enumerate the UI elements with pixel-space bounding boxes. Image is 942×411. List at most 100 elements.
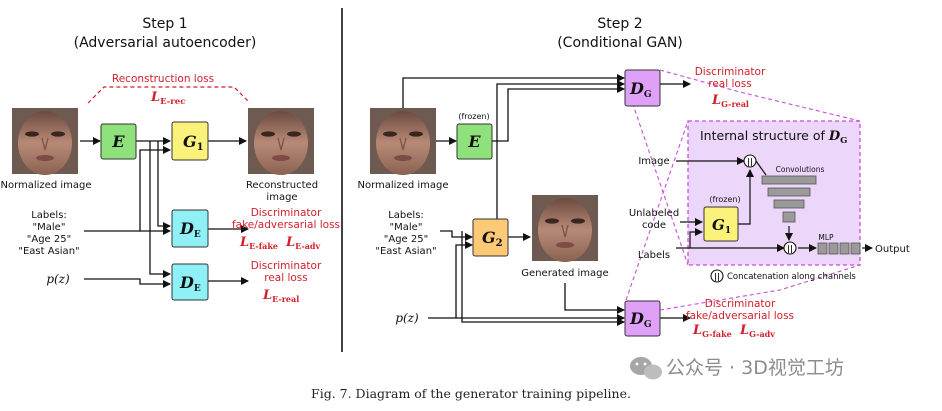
generator1-block <box>171 121 209 161</box>
wire-e-to-de-bottom <box>149 141 171 278</box>
internal-output-label: Output <box>875 244 910 255</box>
watermark-text: 公众号 · 3D视觉工坊 <box>666 357 844 379</box>
step2-real-loss-line-0: Discriminator <box>695 66 766 78</box>
reconstructed-image-label-2: image <box>266 192 297 203</box>
step2-labels-line-1: "Male" <box>390 222 423 233</box>
step1-real-loss-line-0: Discriminator <box>251 260 322 272</box>
step1-labels-line-3: "East Asian" <box>18 246 79 257</box>
generated-image-thumb <box>531 194 599 263</box>
step2-encoder-block <box>456 123 493 160</box>
step1-loss-e-fake: LE-fake <box>239 235 278 251</box>
internal-unlabeled-label-1: Unlabeled <box>629 208 679 219</box>
svg-text:||: || <box>714 272 720 281</box>
encoder-block <box>100 123 137 160</box>
reconstructed-image-thumb <box>247 107 315 176</box>
zoom-link-left <box>627 89 689 266</box>
disc-g-block-bottom <box>624 300 661 337</box>
wire-e-to-de-top <box>157 141 171 230</box>
internal-labels-label: Labels <box>638 250 670 261</box>
step2-normalized-image-label: Normalized image <box>357 180 448 191</box>
concat-node-bottom: || <box>783 241 797 255</box>
step1-labels-line-2: "Age 25" <box>27 234 71 245</box>
step1-loss-e-real: LE-real <box>262 288 299 304</box>
step2-fake-loss-line-0: Discriminator <box>705 298 776 310</box>
step2-subtitle: (Conditional GAN) <box>557 35 683 51</box>
generated-image-label: Generated image <box>521 268 608 279</box>
internal-wire-g1-to-concat <box>738 169 754 225</box>
step1-labels-text: Labels: "Male" "Age 25" "East Asian" <box>18 210 79 257</box>
step2-normalized-image-thumb <box>369 107 437 176</box>
step1-panel: Step 1 (Adversarial autoencoder) Reconst… <box>0 16 340 304</box>
internal-mlp-label: MLP <box>818 233 834 242</box>
step1-title: Step 1 <box>142 16 187 32</box>
wire-pz-to-g2 <box>428 241 473 319</box>
internal-g1-label: G1 <box>712 216 731 236</box>
internal-wire-labels-to-g1 <box>689 228 703 248</box>
internal-wire-concat-to-conv <box>755 160 767 176</box>
disc-e-label-bottom: DE <box>179 273 201 294</box>
step1-fake-loss-line-1: fake/adversarial loss <box>232 219 340 231</box>
step2-labels-text: Labels: "Male" "Age 25" "East Asian" <box>375 210 436 257</box>
generator1-label: G1 <box>183 132 204 153</box>
step2-encoder-label: E <box>467 132 481 151</box>
generator2-label: G2 <box>482 228 503 249</box>
disc-e-label-top: DE <box>179 219 201 240</box>
recon-loss-label: Reconstruction loss <box>112 73 214 85</box>
internal-image-label: Image <box>638 156 669 167</box>
wire-img-to-dg-top <box>402 74 625 108</box>
step2-panel: Step 2 (Conditional GAN) Internal struct… <box>357 16 909 339</box>
internal-convolutions-label: Convolutions <box>776 165 825 174</box>
step1-labels-line-1: "Male" <box>33 222 66 233</box>
mlp-stack <box>817 242 861 255</box>
wire-labels-to-g1 <box>84 146 171 232</box>
recon-loss-link <box>87 86 251 104</box>
concat-node-top: || <box>743 154 757 168</box>
normalized-image-label: Normalized image <box>0 180 91 191</box>
step2-pz: p(z) <box>395 311 419 325</box>
step1-labels-line-0: Labels: <box>31 210 67 221</box>
disc-g-label-top: DG <box>629 79 652 100</box>
generator2-block <box>472 218 509 257</box>
step2-labels-line-3: "East Asian" <box>375 246 436 257</box>
wire-pz-to-de <box>84 278 171 288</box>
step1-real-loss-line-1: real loss <box>264 272 308 284</box>
svg-text:||: || <box>747 157 753 166</box>
convolution-stack <box>761 175 817 223</box>
step2-frozen-label: (frozen) <box>458 112 489 121</box>
watermark: 公众号 · 3D视觉工坊 <box>630 357 844 380</box>
concat-legend-icon: || <box>710 269 724 283</box>
internal-unlabeled-label-2: code <box>642 220 666 231</box>
step2-loss-g-fake: LG-fake <box>692 323 732 339</box>
wire-labels-to-g2 <box>440 230 473 241</box>
internal-g1-block <box>703 206 739 242</box>
svg-text:||: || <box>787 244 793 253</box>
recon-loss-symbol: LE-rec <box>150 90 185 107</box>
wire-labels-to-dg-bottom <box>461 231 625 326</box>
step1-fake-loss-line-0: Discriminator <box>251 207 322 219</box>
step2-fake-loss-line-1: fake/adversarial loss <box>686 310 794 322</box>
step2-title: Step 2 <box>597 16 642 32</box>
step2-labels-line-2: "Age 25" <box>384 234 428 245</box>
zoom-link-left2 <box>625 120 689 301</box>
disc-g-label-bottom: DG <box>629 309 652 330</box>
figure-caption: Fig. 7. Diagram of the generator trainin… <box>311 386 631 401</box>
wechat-icon <box>630 357 662 380</box>
encoder-label: E <box>111 132 125 151</box>
wire-generated-to-dg <box>564 283 625 314</box>
step2-loss-g-adv: LG-adv <box>739 323 775 339</box>
wire-labels-to-dg-top <box>496 80 625 231</box>
step2-labels-line-0: Labels: <box>388 210 424 221</box>
step1-subtitle: (Adversarial autoencoder) <box>74 35 257 51</box>
disc-e-block-bottom <box>171 263 209 301</box>
internal-frozen-label: (frozen) <box>709 195 740 204</box>
disc-e-block-top <box>171 209 209 248</box>
step2-real-loss-line-1: real loss <box>708 78 752 90</box>
disc-g-block-top <box>624 69 661 107</box>
step1-loss-e-adv: LE-adv <box>285 235 320 251</box>
step2-loss-g-real: LG-real <box>711 93 749 109</box>
wire-e2-to-dg <box>492 85 625 142</box>
zoom-link-bottom <box>659 264 861 311</box>
step1-pz: p(z) <box>46 272 70 286</box>
